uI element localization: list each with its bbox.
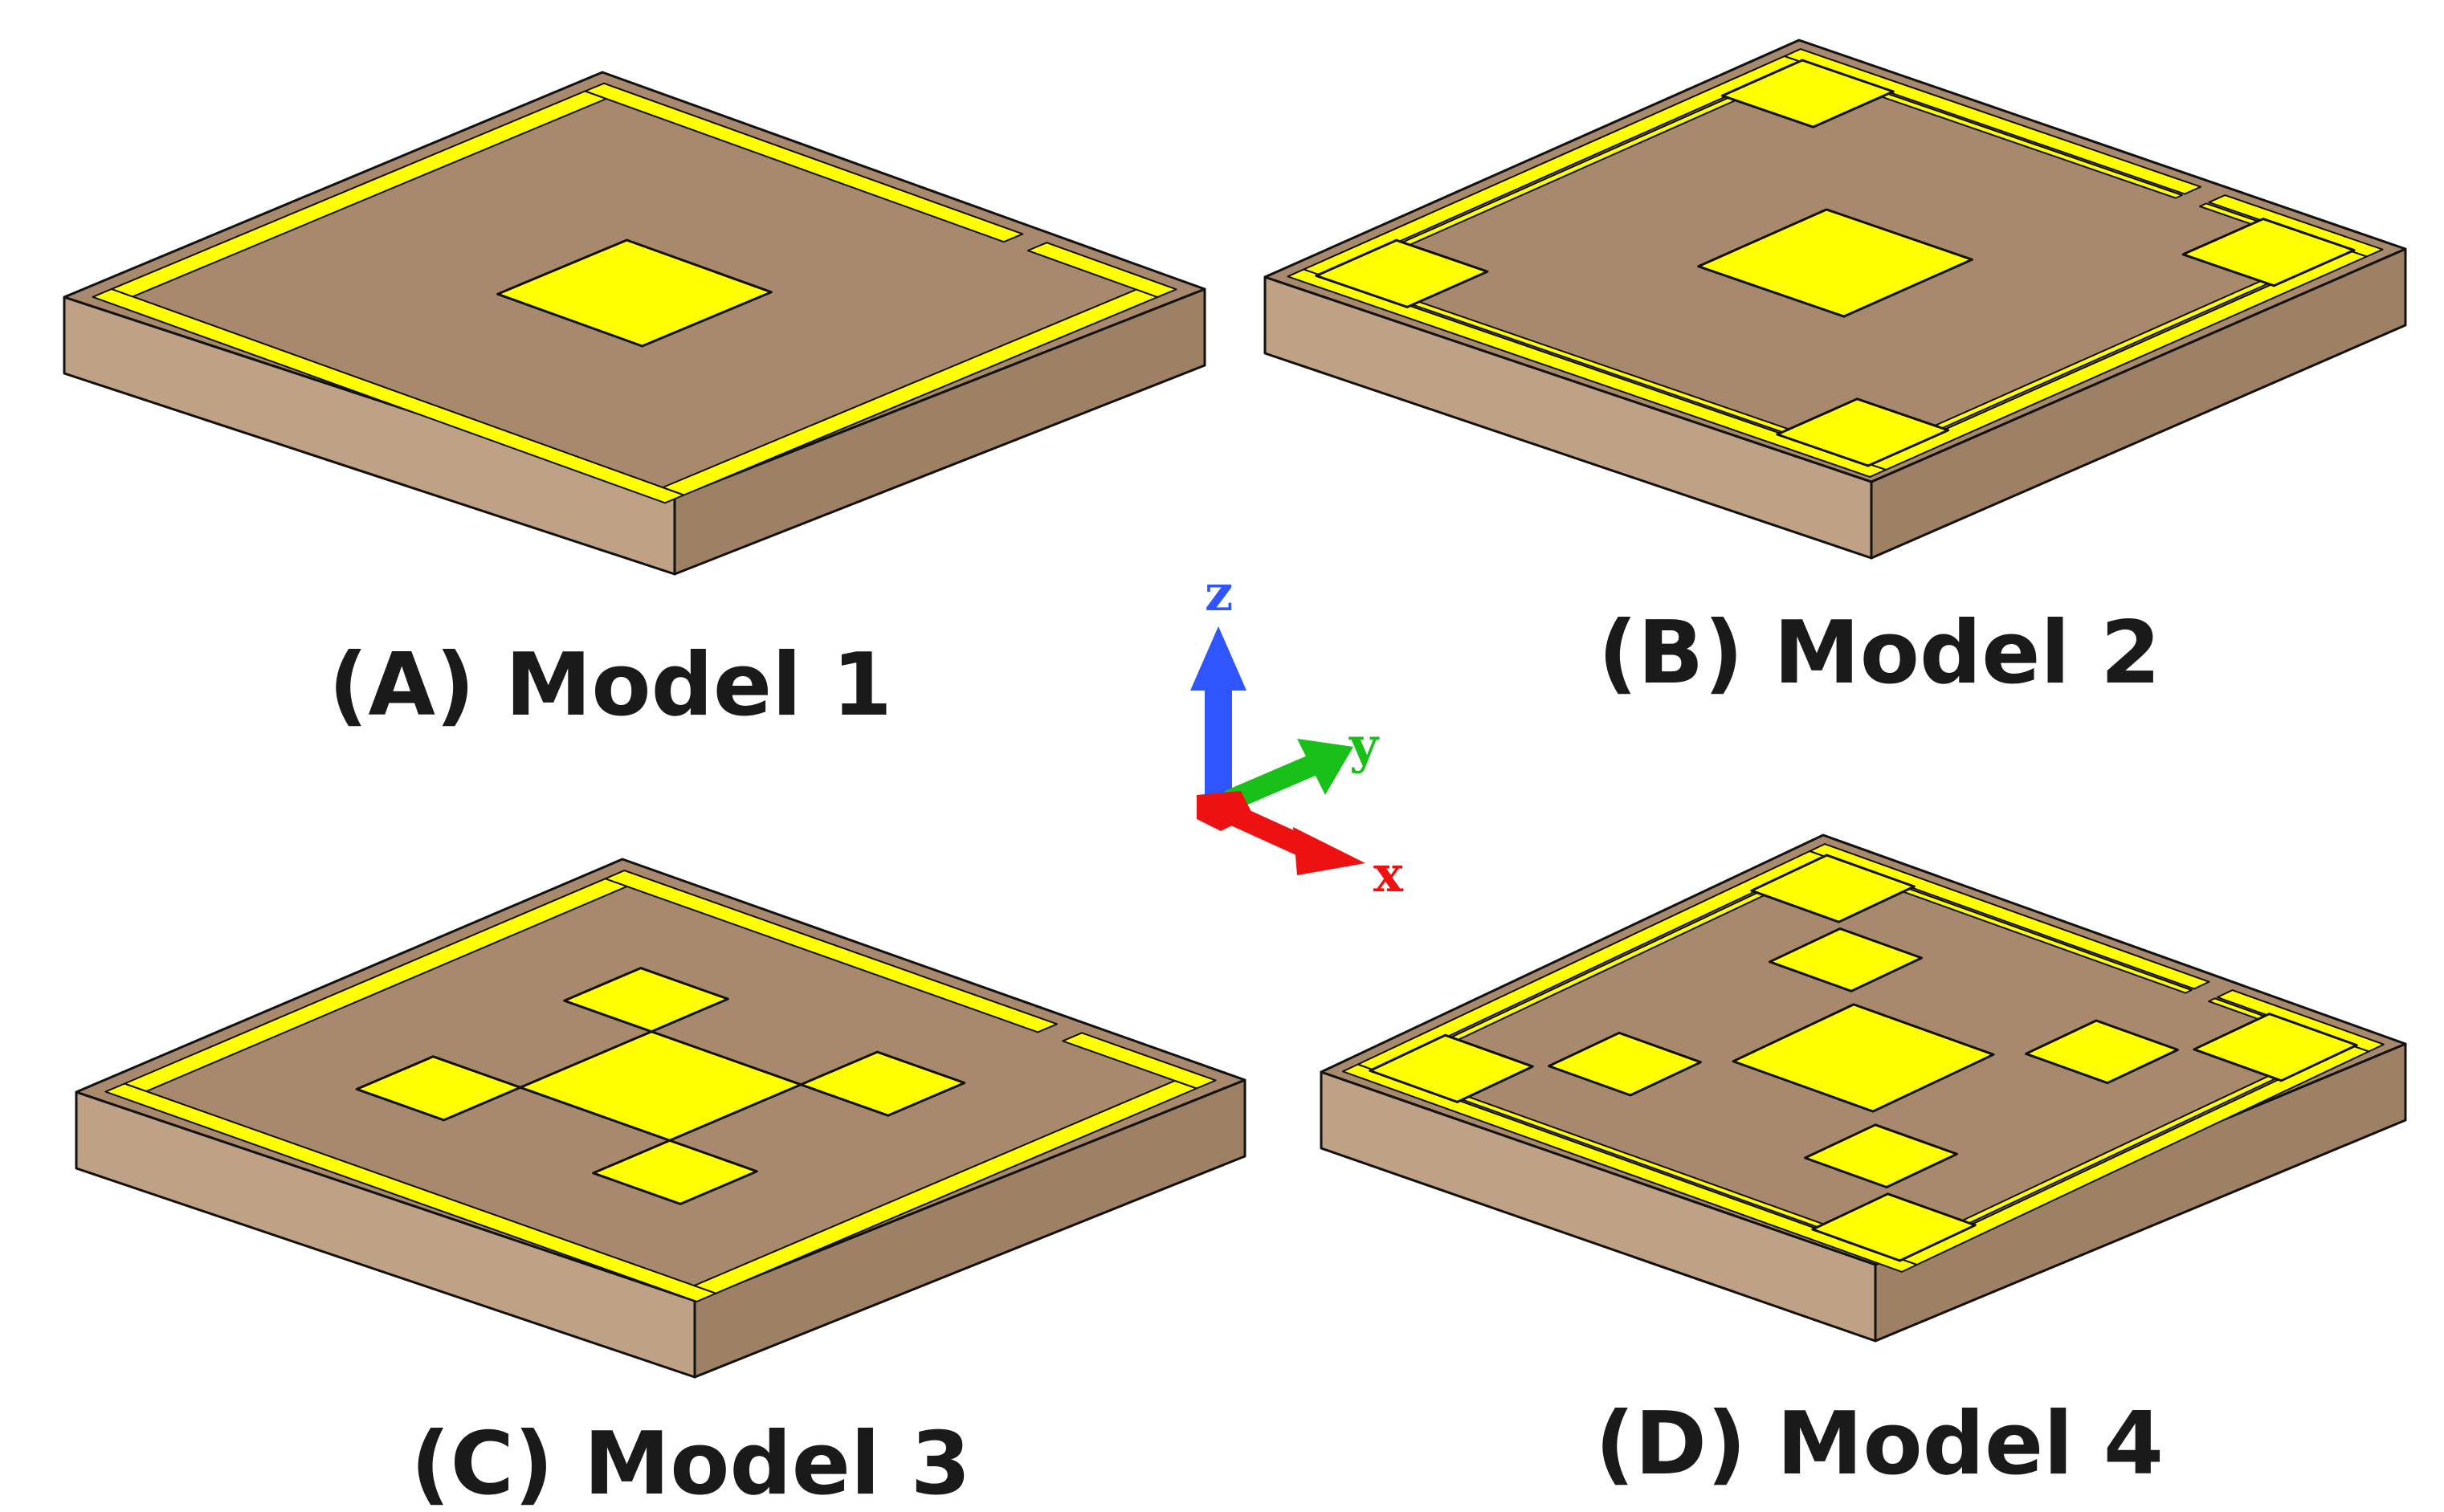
z-axis-label: z xyxy=(1205,564,1233,622)
outer-ring-bottom-right xyxy=(1867,249,2368,471)
y-axis-arrowhead xyxy=(1297,739,1353,795)
outer-ring-bottom-right xyxy=(1899,1044,2370,1265)
model-4-panel xyxy=(1320,833,2407,1343)
model-1-caption: (A) Model 1 xyxy=(328,635,892,736)
ring-bottom-right xyxy=(693,1079,1198,1294)
inner-patch-left xyxy=(1548,1031,1702,1097)
inner-patch-center xyxy=(1697,208,1973,318)
outer-patch-bottom xyxy=(1811,1192,1977,1262)
x-axis-label: x xyxy=(1373,845,1404,903)
x-axis-arrowhead xyxy=(1293,827,1365,875)
model-4-caption: (D) Model 4 xyxy=(1595,1394,2164,1494)
inner-patch-center xyxy=(496,238,773,348)
model-2-caption: (B) Model 2 xyxy=(1598,603,2161,703)
outer-patch-top xyxy=(1750,854,1916,923)
inner-patch-center xyxy=(1732,1003,1995,1113)
inner-patch-right xyxy=(799,1050,966,1117)
z-axis-arrowhead xyxy=(1190,626,1246,691)
ring-top-right-a xyxy=(604,870,1058,1033)
model-2-panel xyxy=(1263,39,2407,560)
ring-bottom-right xyxy=(662,288,1158,496)
model-3-panel xyxy=(75,858,1246,1379)
inner-patch-up xyxy=(1769,927,1923,992)
inner-patch-up xyxy=(563,967,729,1033)
ring-top-left xyxy=(124,878,628,1093)
model-3-caption: (C) Model 3 xyxy=(410,1414,971,1512)
ring-top-left xyxy=(111,90,607,298)
outer-ring-bottom-left xyxy=(1342,1063,1918,1273)
coordinate-axes: z y x xyxy=(1190,564,1404,903)
ring-bottom-left xyxy=(92,287,685,504)
ring-top-right-a xyxy=(584,82,1024,243)
outer-ring-top-right-a xyxy=(1809,843,2210,990)
inner-patch-right xyxy=(2025,1019,2179,1085)
outer-patch-right xyxy=(2193,1013,2358,1082)
outer-patch-bottom xyxy=(1776,397,1950,467)
outer-patch-left xyxy=(1369,1033,1534,1103)
inner-patch-down xyxy=(1804,1123,1958,1188)
outer-patch-left xyxy=(1315,238,1489,308)
ring-bottom-left xyxy=(104,1082,717,1302)
y-axis-shaft xyxy=(1225,755,1317,811)
outer-patch-right xyxy=(2181,218,2356,287)
outer-ring-top-right-a xyxy=(1783,48,2202,195)
y-axis-label: y xyxy=(1348,716,1380,775)
model-1-panel xyxy=(63,71,1206,576)
axes-origin xyxy=(1197,791,1253,831)
outer-patch-top xyxy=(1720,59,1895,128)
inner-patch-left xyxy=(355,1055,522,1122)
z-axis-shaft xyxy=(1205,687,1232,795)
outer-ring-bottom-left xyxy=(1287,268,1887,478)
inner-patch-down xyxy=(592,1139,758,1205)
